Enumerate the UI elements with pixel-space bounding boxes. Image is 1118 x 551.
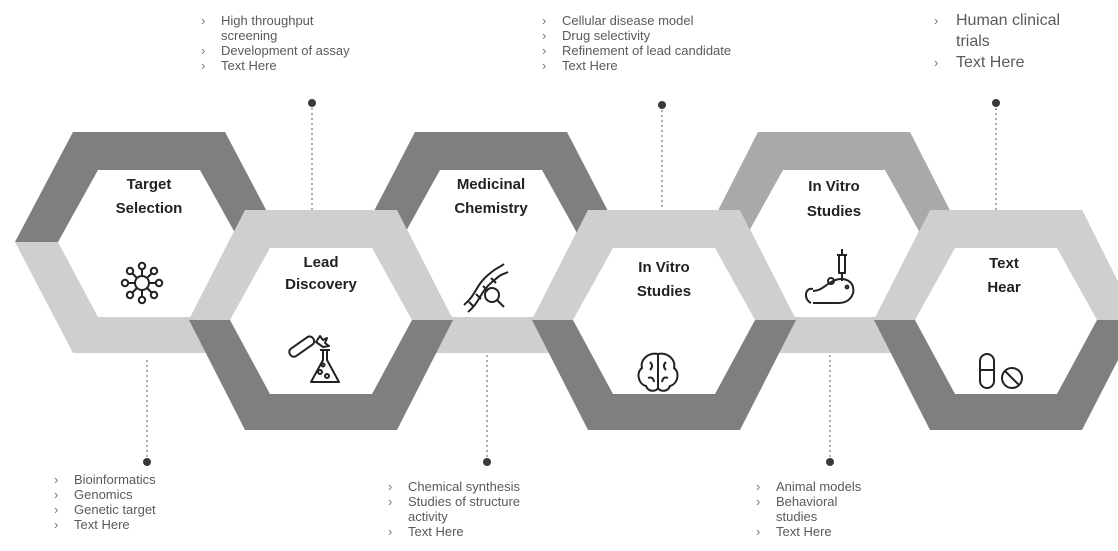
hex-inner: [400, 170, 582, 317]
hex-label-invitro2-line1: In Vitro: [808, 178, 859, 195]
note-text: Text Here: [74, 517, 130, 532]
hex-label-target-line2: Selection: [116, 200, 183, 217]
hex-label-texthear-line1: Text: [989, 255, 1019, 272]
hex-label-invitro1-line2: Studies: [637, 283, 691, 300]
hex-inner: [230, 248, 412, 394]
note-item: Text Here: [752, 524, 902, 539]
notes-lead-discovery: High throughput screening Development of…: [197, 13, 397, 73]
hex-inner: [915, 248, 1097, 394]
hex-inner: [58, 170, 240, 317]
note-text: Text Here: [562, 58, 618, 73]
note-item: Studies of structure activity: [384, 494, 559, 524]
hex-label-invitro2-line2: Studies: [807, 203, 861, 220]
hex-label-target-line1: Target: [127, 176, 172, 193]
leader-lines: [143, 99, 1000, 466]
test-tube-flask-icon: [288, 335, 340, 383]
note-text: Cellular disease model: [562, 13, 694, 28]
notes-in-vitro-top: Cellular disease model Drug selectivity …: [538, 13, 798, 73]
leader-dot-lead: [308, 99, 316, 107]
note-text: Animal models: [776, 479, 862, 494]
note-text: Drug selectivity: [562, 28, 651, 43]
note-text: Text Here: [776, 524, 832, 539]
notes-in-vitro-bottom: Animal models Behavioral studies Text He…: [752, 479, 902, 539]
dna-magnifier-icon: [463, 263, 509, 313]
hex-label-texthear-line2: Hear: [987, 279, 1021, 296]
leader-dot-target: [143, 458, 151, 466]
hex-label-medchem-line2: Chemistry: [454, 200, 528, 217]
note-item: Text Here: [384, 524, 559, 539]
note-text: Text Here: [408, 524, 464, 539]
leader-dot-invitro: [658, 101, 666, 109]
note-item: High throughput screening: [197, 13, 397, 43]
note-text: High throughput screening: [221, 13, 314, 43]
hex-label-medchem-line1: Medicinal: [457, 176, 525, 193]
network-icon: [120, 261, 164, 305]
notes-text-hear: Human clinical trials Text Here: [930, 10, 1080, 73]
note-text: Text Here: [956, 54, 1025, 71]
note-item: Genomics: [50, 487, 220, 502]
brain-icon: [637, 352, 679, 392]
note-item: Human clinical trials: [930, 10, 1080, 52]
leader-dot-invitro2: [826, 458, 834, 466]
note-text: Text Here: [221, 58, 277, 73]
note-text: Genomics: [74, 487, 133, 502]
note-item: Refinement of lead candidate: [538, 43, 798, 58]
note-item: Text Here: [197, 58, 397, 73]
note-item: Text Here: [930, 52, 1080, 73]
note-item: Bioinformatics: [50, 472, 220, 487]
note-item: Behavioral studies: [752, 494, 902, 524]
note-item: Development of assay: [197, 43, 397, 58]
pills-icon: [979, 353, 1023, 389]
leader-dot-medchem: [483, 458, 491, 466]
notes-medicinal-chemistry: Chemical synthesis Studies of structure …: [384, 479, 559, 539]
note-item: Cellular disease model: [538, 13, 798, 28]
note-text: Human clinical trials: [956, 12, 1061, 50]
note-item: Genetic target: [50, 502, 220, 517]
hex-inner: [743, 170, 925, 317]
note-item: Chemical synthesis: [384, 479, 559, 494]
notes-target-selection: Bioinformatics Genomics Genetic target T…: [50, 472, 220, 532]
note-text: Refinement of lead candidate: [562, 43, 732, 58]
hex-inner: [573, 248, 755, 394]
note-text: Behavioral studies: [776, 494, 838, 524]
mouse-syringe-icon: [805, 249, 855, 304]
note-item: Animal models: [752, 479, 902, 494]
note-item: Text Here: [50, 517, 220, 532]
note-text: Bioinformatics: [74, 472, 156, 487]
hex-text-hear: [874, 210, 1118, 430]
hex-in-vitro-studies-1: [532, 210, 796, 430]
hex-lead-discovery: [189, 210, 453, 430]
hex-label-lead-line2: Discovery: [285, 276, 357, 293]
note-text: Development of assay: [221, 43, 350, 58]
note-text: Chemical synthesis: [408, 479, 520, 494]
note-text: Studies of structure activity: [408, 494, 520, 524]
note-item: Drug selectivity: [538, 28, 798, 43]
hex-label-invitro1-line1: In Vitro: [638, 259, 689, 276]
hex-label-lead-line1: Lead: [303, 254, 338, 271]
note-text: Genetic target: [74, 502, 156, 517]
leader-dot-texthear: [992, 99, 1000, 107]
note-item: Text Here: [538, 58, 798, 73]
